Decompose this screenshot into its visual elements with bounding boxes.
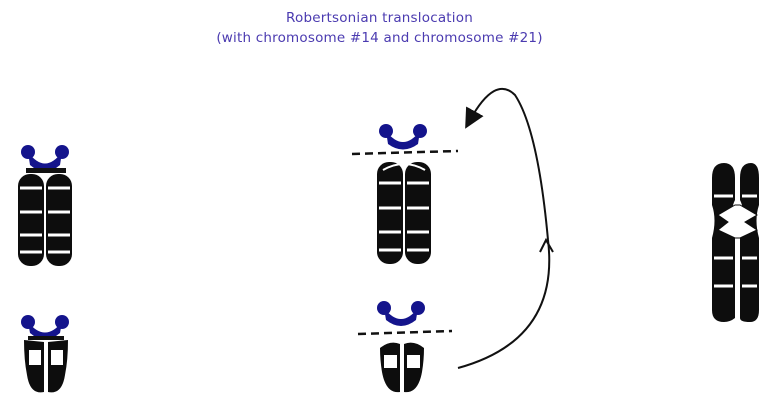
fused-chromatid-right — [740, 163, 759, 322]
satellite-14-middle — [379, 124, 427, 150]
chromatids-14-left — [18, 174, 72, 266]
chromosome-21-intact — [21, 315, 69, 392]
translocated-chromosome — [712, 163, 759, 322]
chromatids-14-middle — [377, 162, 431, 264]
satellite-21-middle — [377, 301, 425, 326]
satellite-14-left — [21, 145, 69, 172]
fused-chromatid-left — [712, 163, 735, 322]
stalk-14-left — [26, 168, 66, 173]
satellite-21-left — [21, 315, 69, 340]
chromosome-14-intact — [18, 145, 72, 266]
stalk-21-left — [28, 336, 64, 340]
chromatids-21-left — [24, 340, 68, 392]
arrow-midpoint-chevron — [540, 240, 553, 252]
break-line-14 — [352, 151, 458, 154]
chromosome-21-broken — [358, 301, 452, 392]
chromatids-21-middle — [380, 343, 424, 393]
fusion-arrow — [458, 89, 553, 368]
break-line-21 — [358, 331, 452, 334]
chromosome-14-broken — [352, 124, 458, 264]
